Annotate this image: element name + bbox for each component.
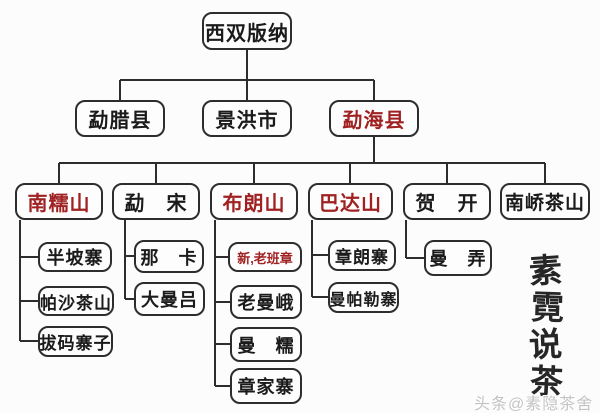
node-menghai-county: 勐海县 <box>329 100 419 137</box>
node-mengla-county: 勐腊县 <box>75 100 165 137</box>
node-mengsong: 勐 宋 <box>112 183 200 220</box>
node-hekai: 贺 开 <box>403 183 491 220</box>
node-bada-mountain: 巴达山 <box>308 183 393 220</box>
node-damanlu: 大曼吕 <box>134 282 205 316</box>
watermark-char: 素 <box>527 249 563 292</box>
node-naka: 那 卡 <box>134 240 204 273</box>
node-bulang-mountain: 布朗山 <box>210 183 298 220</box>
node-xishuangbanna: 西双版纳 <box>202 12 292 50</box>
node-mannong: 曼 弄 <box>424 240 492 276</box>
watermark-char: 霓 <box>529 287 565 328</box>
node-manpale-village: 曼帕勒寨 <box>328 282 399 313</box>
node-zhanglang-village: 章朗寨 <box>328 240 396 271</box>
node-nanqiao-tea-mountain: 南峤茶山 <box>500 183 590 220</box>
toutiao-account-watermark: 头条@素隐茶舍 <box>474 396 594 413</box>
node-bama-village: 拔码寨子 <box>38 326 113 357</box>
watermark-char: 说 <box>527 324 563 365</box>
node-laomane: 老曼峨 <box>230 285 302 319</box>
node-zhangjia-village: 章家寨 <box>230 368 302 404</box>
node-jinghong-city: 景洪市 <box>202 100 292 137</box>
node-new-old-banzhang: 新,老班章 <box>228 242 302 272</box>
node-mannuo: 曼 糯 <box>230 327 302 362</box>
node-nannuo-mountain: 南糯山 <box>15 183 103 220</box>
node-banpo-village: 半坡寨 <box>38 242 112 272</box>
vertical-calligraphy-watermark: 素 霓 说 茶 <box>522 249 568 402</box>
node-pasha-tea-mountain: 帕沙茶山 <box>38 286 114 316</box>
